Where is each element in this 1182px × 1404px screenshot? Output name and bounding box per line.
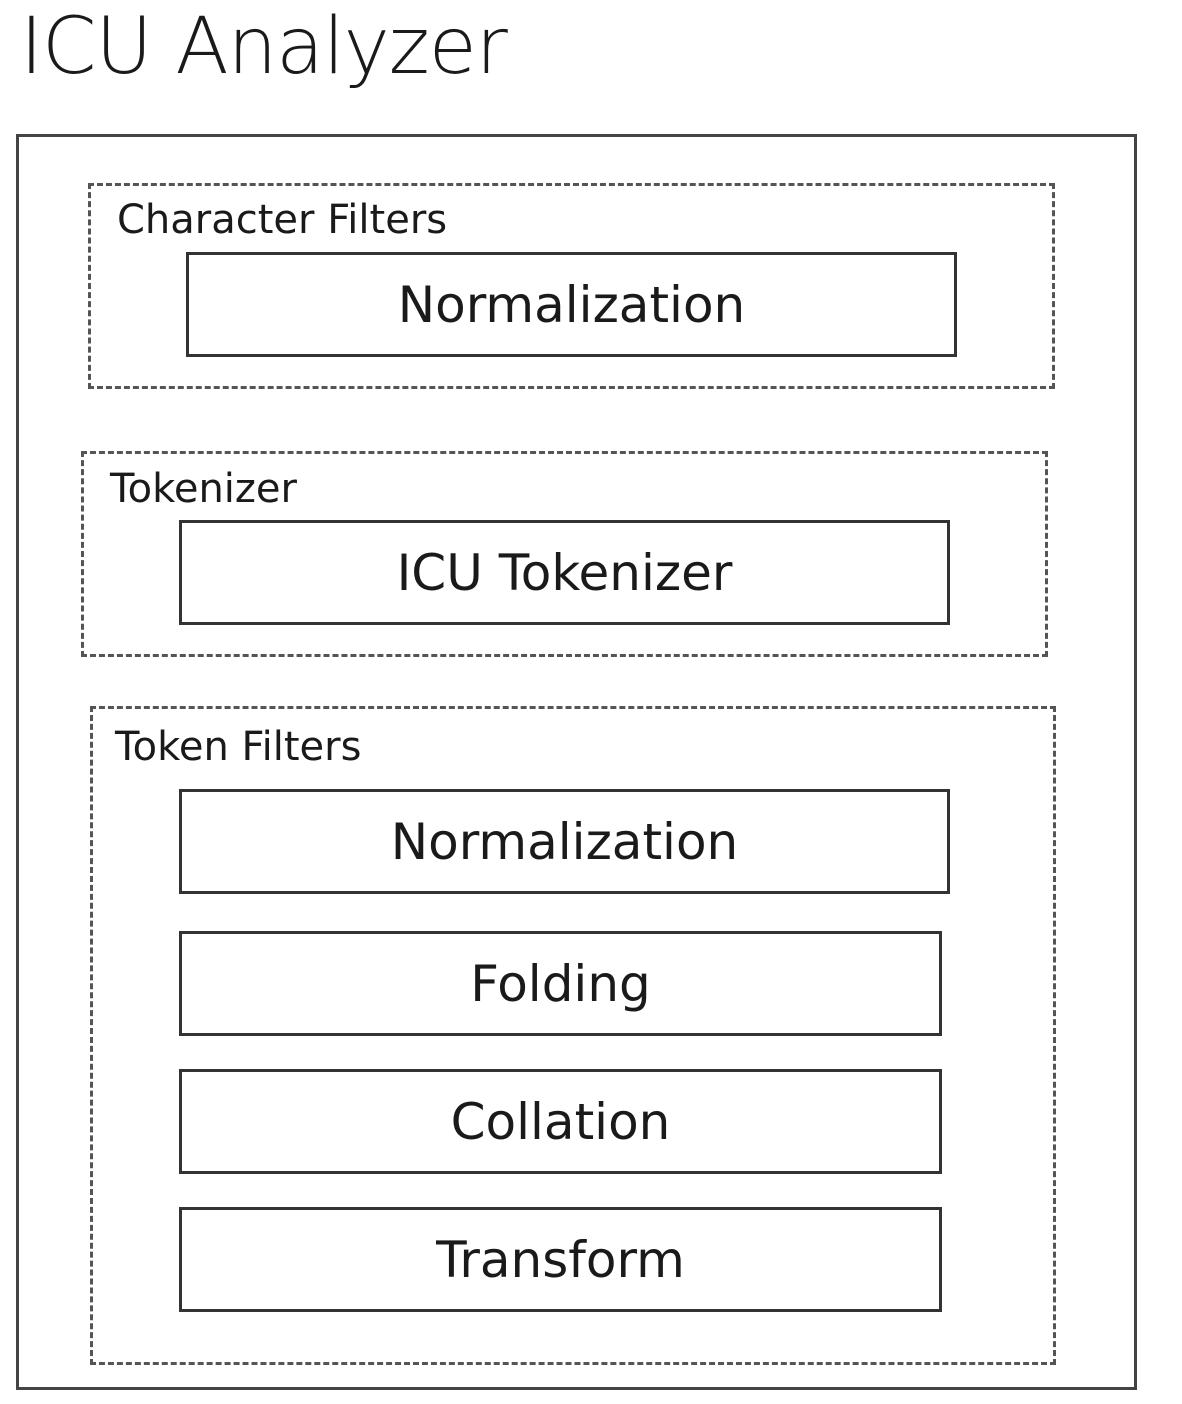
token-filter-folding-box: Folding xyxy=(179,931,942,1036)
icu-analyzer-container xyxy=(16,134,1137,1390)
token-filters-group xyxy=(90,706,1056,1365)
character-filters-label: Character Filters xyxy=(117,197,448,243)
char-filter-normalization-box: Normalization xyxy=(186,252,957,357)
character-filters-group xyxy=(88,183,1055,389)
token-filters-label: Token Filters xyxy=(115,724,362,770)
icu-tokenizer-box: ICU Tokenizer xyxy=(179,520,950,625)
token-filter-collation-box: Collation xyxy=(179,1069,942,1174)
token-filter-transform-box: Transform xyxy=(179,1207,942,1312)
tokenizer-label: Tokenizer xyxy=(110,466,297,512)
token-filter-normalization-box: Normalization xyxy=(179,789,950,894)
diagram-title: ICU Analyzer xyxy=(20,2,508,92)
tokenizer-group xyxy=(81,451,1048,657)
